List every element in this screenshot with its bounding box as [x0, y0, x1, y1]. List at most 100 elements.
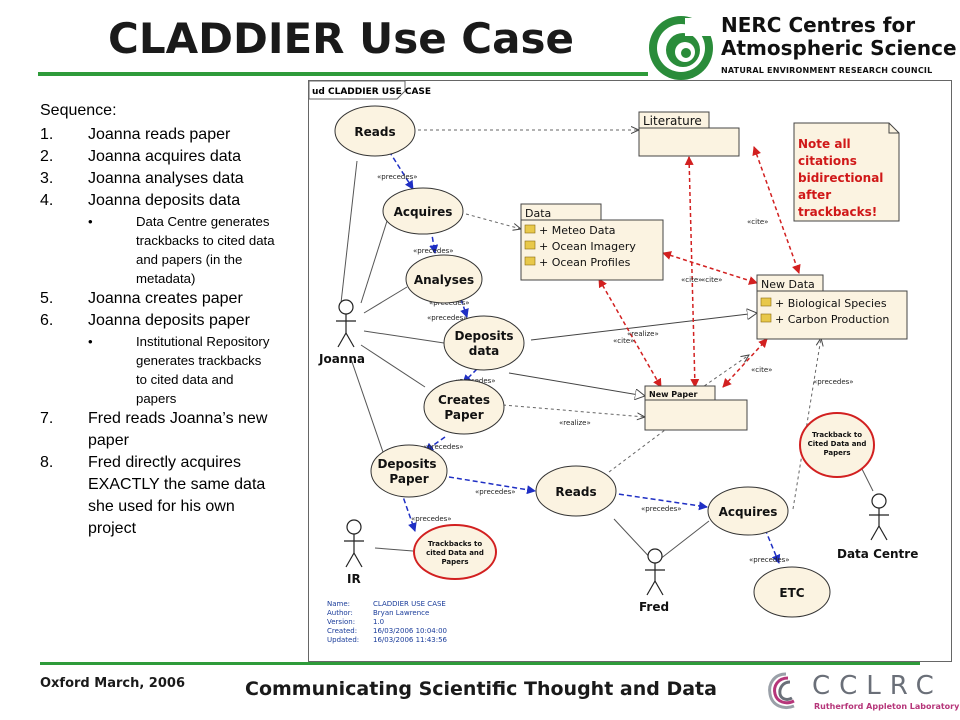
sequence-heading: Sequence:: [40, 102, 117, 119]
actor-leg: [654, 580, 664, 596]
precedes-arrow: [400, 490, 417, 532]
folder-icon: [760, 297, 772, 307]
cclrc-name: CCLRC: [812, 671, 943, 701]
nerc-line2: Atmospheric Science: [721, 36, 957, 60]
realize-label: «realize»: [627, 330, 659, 338]
dependency-line: [502, 404, 645, 417]
step-text: Joanna creates paper: [88, 290, 243, 307]
actor-head-icon: [871, 493, 887, 509]
precedes-label: «precedes»: [411, 515, 452, 523]
step-text: Fred directly acquires: [88, 454, 241, 471]
step-text: she used for his own: [88, 498, 235, 515]
cite-arrow: [662, 251, 758, 285]
usecase-label: Paper: [444, 408, 483, 422]
actor-leg: [345, 332, 355, 348]
package-data-items: + Meteo Data + Ocean Imagery + Ocean Pro…: [524, 224, 636, 269]
usecase-label: Trackback to: [812, 431, 862, 439]
actor-label: Fred: [639, 600, 669, 614]
package-item: + Ocean Imagery: [539, 240, 636, 253]
actor-ir: [344, 519, 364, 568]
package-title: New Data: [761, 278, 815, 291]
cite-label: «cite»: [613, 337, 634, 345]
package-item: + Ocean Profiles: [539, 256, 631, 269]
note-line: bidirectional: [798, 171, 883, 185]
cite-arrow: [752, 146, 801, 274]
substep-line: to cited data and: [136, 372, 234, 387]
substep-line: trackbacks to cited data: [136, 233, 275, 248]
top-rule: [38, 72, 648, 76]
substep-line: Institutional Repository: [136, 334, 270, 349]
slide-title: CLADDIER Use Case: [108, 14, 574, 63]
package-data-body: [520, 219, 664, 281]
precedes-arrow: [448, 476, 536, 495]
cclrc-swirl-icon: [768, 672, 795, 709]
metadata-value: CLADDIER USE CASE: [373, 600, 446, 608]
usecase-trackback-dc: [799, 412, 875, 478]
usecase-label: Deposits: [377, 457, 436, 471]
nerc-line3: NATURAL ENVIRONMENT RESEARCH COUNCIL: [721, 66, 933, 75]
package-title: New Paper: [649, 390, 697, 399]
metadata-label: Author:: [327, 609, 353, 617]
substep-line: metadata): [136, 271, 196, 286]
precedes-label: «precedes»: [641, 505, 682, 513]
cite-arrow: [722, 338, 768, 388]
note-text: Note all citations bidirectional after t…: [798, 137, 883, 219]
folder-icon: [524, 256, 536, 266]
actor-leg: [345, 552, 355, 568]
sequence-substep: • Data Centre generates trackbacks to ci…: [40, 212, 308, 288]
usecase-acquires: [382, 187, 464, 235]
cite-label: «cite»: [751, 366, 772, 374]
usecase-label: Trackbacks to: [428, 540, 482, 548]
substep-line: generates trackbacks: [136, 353, 262, 368]
usecase-analyses: [405, 254, 483, 304]
nerc-logo: NERC Centres for Atmospheric Science NAT…: [645, 10, 957, 86]
step-number: 1.: [40, 126, 54, 143]
note-line: trackbacks!: [798, 205, 877, 219]
nerc-swirl-icon: [649, 16, 713, 80]
sequence-step: 3.Joanna analyses data: [40, 168, 308, 190]
dependency-line: [792, 338, 821, 510]
precedes-label: «precedes»: [813, 378, 854, 386]
usecase-deposits-paper: [370, 444, 448, 498]
substep-line: and papers (in the: [136, 252, 243, 267]
metadata-label: Version:: [327, 618, 355, 626]
association-lines: [340, 160, 874, 564]
note-line: citations: [798, 154, 857, 168]
sequence-list: Sequence: 1.Joanna reads paper 2.Joanna …: [40, 100, 308, 540]
association-line: [350, 358, 385, 456]
metadata-value: Bryan Lawrence: [373, 609, 429, 617]
precedes-arrow: [460, 298, 469, 318]
actor-fred: [645, 548, 665, 596]
folder-icon: [524, 224, 536, 234]
substep-line: papers: [136, 391, 177, 406]
cite-arrow: [684, 156, 700, 388]
uml-diagram-frame: ud CLADDIER USE CASE: [308, 80, 952, 662]
precedes-label: «precedes»: [427, 314, 468, 322]
bottom-rule: [40, 662, 920, 665]
bullet: •: [88, 214, 93, 229]
package-new-data-body: [756, 290, 908, 340]
usecase-label: Paper: [389, 472, 428, 486]
association-line: [360, 220, 388, 304]
sequence-substep: • Institutional Repository generates tra…: [40, 332, 308, 408]
note-line: Note all: [798, 137, 851, 151]
precedes-label: «precedes»: [423, 443, 464, 451]
dependency-line: [465, 213, 521, 229]
sequence-step: 1.Joanna reads paper: [40, 124, 308, 146]
uml-use-case-diagram: ud CLADDIER USE CASE: [308, 80, 918, 644]
step-text: EXACTLY the same data: [88, 476, 266, 493]
frame-title: ud CLADDIER USE CASE: [312, 87, 431, 97]
usecase-label: cited Data and: [426, 549, 484, 557]
metadata-value: 16/03/2006 11:43:56: [373, 636, 448, 644]
footer-date: Oxford March, 2006: [40, 676, 185, 691]
association-line: [360, 344, 426, 388]
actor-labels: Joanna IR Fred Data Centre: [318, 352, 918, 614]
metadata-label: Created:: [327, 627, 357, 635]
usecase-label: Papers: [823, 449, 850, 457]
usecase-creates-paper: [423, 379, 505, 435]
footer-title: Communicating Scientific Thought and Dat…: [245, 678, 717, 700]
substep-line: Data Centre generates: [136, 214, 270, 229]
usecase-fred-acquires: [707, 486, 789, 536]
realize-lines: [508, 313, 757, 396]
